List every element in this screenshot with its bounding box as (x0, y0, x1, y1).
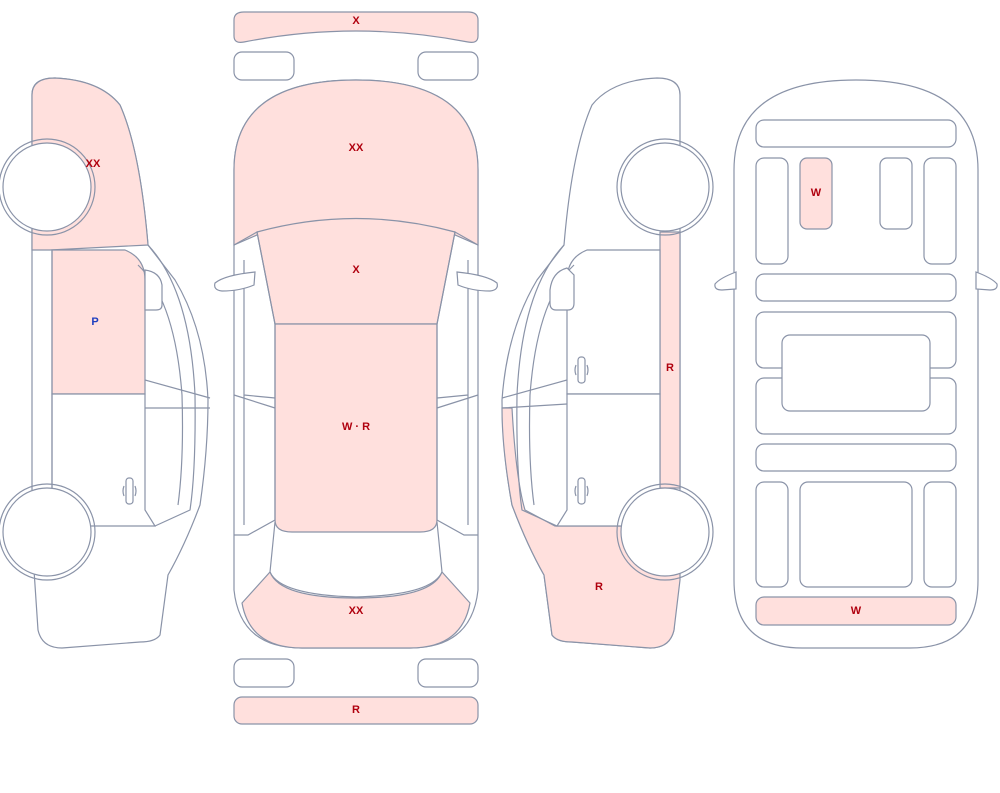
code-trunk: XX (349, 605, 364, 617)
trunk-panel[interactable] (241, 570, 471, 649)
left-side-view: XX P (0, 77, 211, 649)
right-belt-line (501, 379, 568, 409)
code-roof: W · R (342, 421, 370, 433)
rear-right-taillight[interactable] (417, 658, 479, 688)
right-mirror[interactable] (549, 267, 575, 311)
code-hood: XX (349, 142, 364, 154)
code-right-rocker: R (666, 362, 674, 374)
code-left-front-door: P (91, 316, 98, 328)
rear-window (269, 521, 443, 598)
interior-right-mirror[interactable] (975, 271, 998, 291)
left-front-wheel-arch (0, 138, 96, 236)
interior-view: W W (714, 79, 998, 649)
right-handle-arcs (574, 364, 589, 497)
right-front-door-outline[interactable] (566, 249, 661, 395)
front-console[interactable] (755, 273, 957, 302)
right-door-lines (436, 231, 479, 536)
code-right-rear-quarter: R (595, 581, 603, 593)
trunk-floor-panel[interactable] (755, 596, 957, 626)
rear-seat-cushion[interactable] (781, 334, 931, 412)
code-interior-trunk-floor: W (851, 605, 862, 617)
left-front-door-trim[interactable] (755, 157, 789, 265)
right-rear-wheel[interactable] (620, 487, 710, 577)
left-rear-door-handle[interactable] (125, 477, 134, 505)
front-seat-right[interactable] (879, 157, 913, 230)
left-door-lines (233, 231, 276, 536)
rear-parcel-shelf[interactable] (755, 443, 957, 472)
interior-left-mirror[interactable] (714, 271, 737, 291)
right-rocker-panel[interactable] (659, 231, 681, 489)
right-front-door-trim[interactable] (923, 157, 957, 265)
right-rear-wheel-arch (616, 483, 714, 581)
trunk-left-trim[interactable] (755, 481, 789, 588)
top-view: X XX X W · R XX R (214, 11, 498, 725)
code-windshield: X (352, 264, 360, 276)
left-front-wheel[interactable] (2, 142, 92, 232)
right-side-view: R R (501, 77, 714, 649)
right-front-wheel-arch (616, 138, 714, 236)
code-front-bumper: X (352, 15, 360, 27)
dashboard[interactable] (755, 119, 957, 148)
left-handle-arc (122, 485, 137, 497)
code-rear-bumper: R (352, 704, 360, 716)
left-front-door-panel[interactable] (51, 249, 146, 395)
left-rear-wheel[interactable] (2, 487, 92, 577)
right-front-wheel[interactable] (620, 142, 710, 232)
rear-bumper-panel[interactable] (233, 696, 479, 725)
front-left-headlight[interactable] (233, 51, 295, 81)
top-left-mirror[interactable] (214, 271, 256, 292)
right-rear-door-handle[interactable] (577, 477, 586, 505)
left-window-frame (147, 244, 196, 527)
left-rear-wheel-arch (0, 483, 96, 581)
code-interior-seat: W (811, 187, 822, 199)
trunk-floor-carpet[interactable] (799, 481, 913, 588)
left-mirror[interactable] (144, 269, 163, 311)
front-bumper-panel[interactable] (233, 11, 479, 43)
front-right-headlight[interactable] (417, 51, 479, 81)
top-right-mirror[interactable] (456, 271, 498, 292)
right-rear-quarter-panel[interactable] (501, 407, 681, 649)
rear-left-taillight[interactable] (233, 658, 295, 688)
front-seat-left[interactable] (799, 157, 833, 230)
code-left-front-fender: XX (86, 158, 101, 170)
trunk-right-trim[interactable] (923, 481, 957, 588)
right-window-frame (516, 244, 565, 527)
right-front-door-handle[interactable] (577, 356, 586, 384)
left-belt-line (144, 379, 211, 409)
